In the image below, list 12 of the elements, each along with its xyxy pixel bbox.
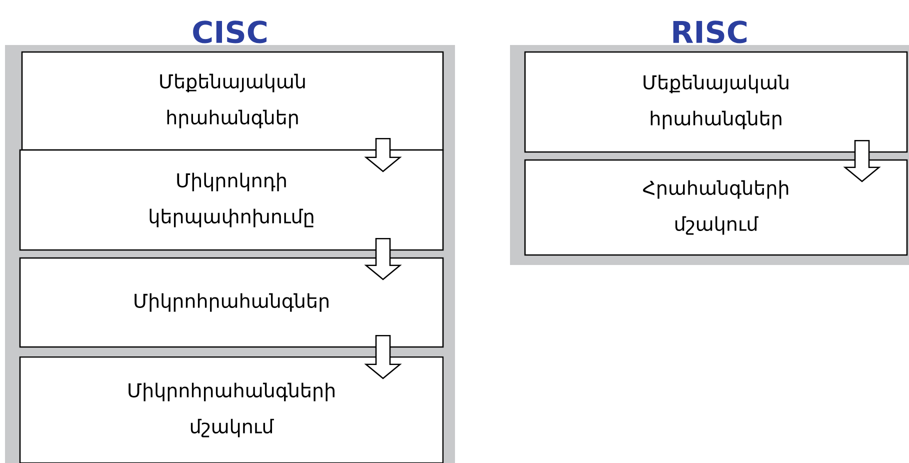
process-box: Հրահանգների մշակում [524, 159, 908, 256]
arrow [843, 140, 881, 182]
node-label: RISC [673, 20, 747, 44]
process-box: Միկրոհրահանգների մշակում [19, 356, 444, 463]
process-box: Մեքենայական հրահանգներ [524, 51, 908, 153]
process-box: Միկրոկոդի կերպափոխումը [19, 149, 444, 251]
process-box: Մեքենայական հրահանգներ [21, 51, 444, 151]
arrow [364, 335, 402, 380]
process-box: Միկրոհրահանգներ [19, 257, 444, 348]
node-label: CISC [193, 20, 266, 44]
arrow [364, 138, 402, 172]
arrow [364, 238, 402, 280]
